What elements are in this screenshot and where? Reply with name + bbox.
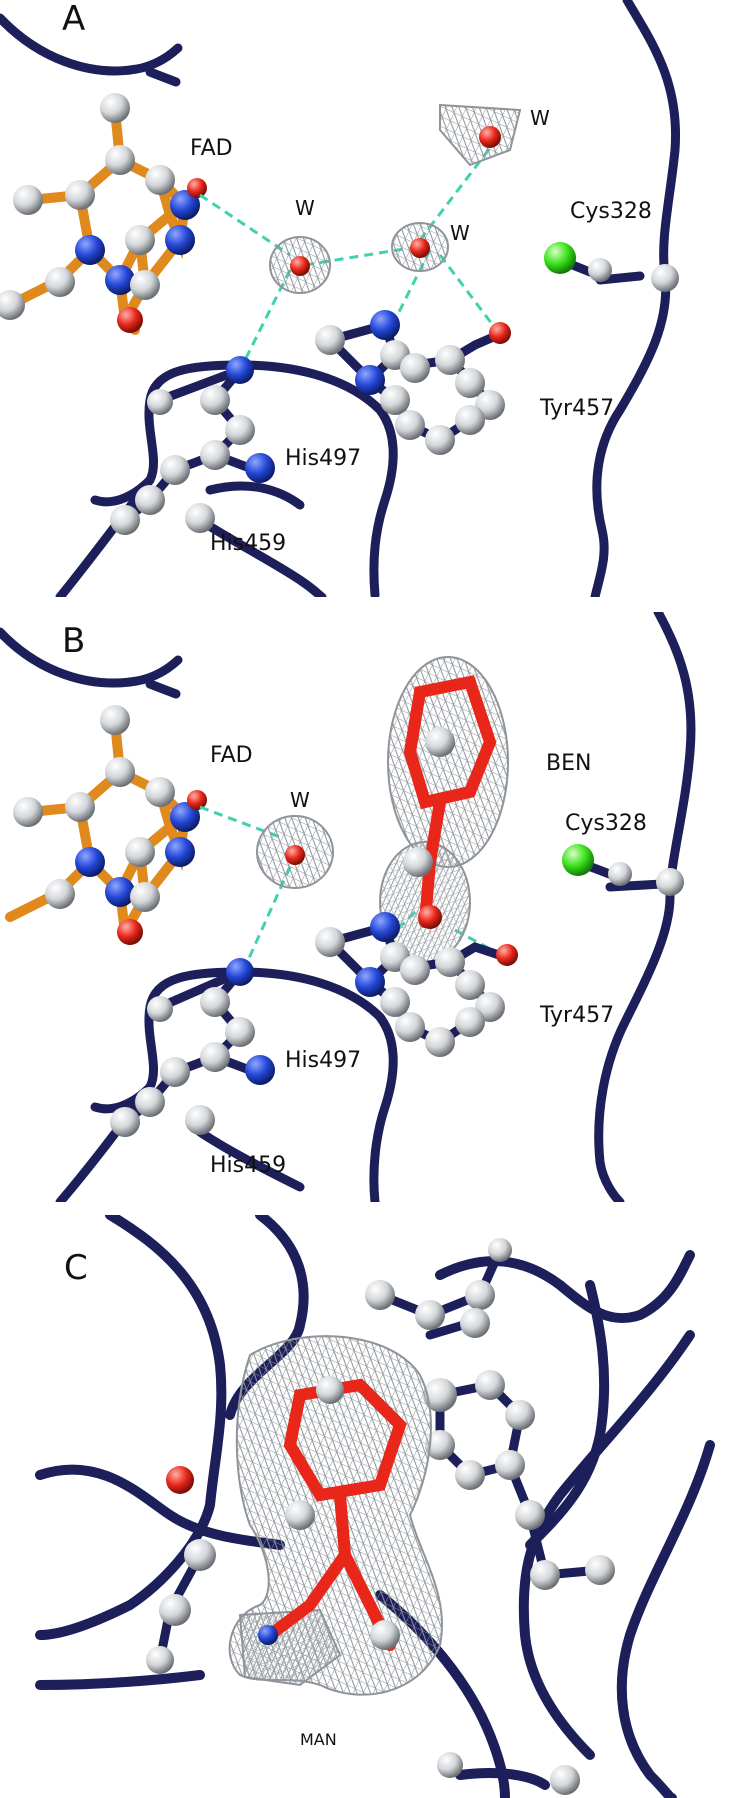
backbone-ribbons	[0, 0, 681, 597]
label-cys328: Cys328	[570, 199, 652, 224]
label-his497: His497	[285, 1048, 361, 1073]
label-his459: His459	[210, 531, 286, 556]
water-density	[256, 815, 334, 889]
panel-c-structure: C MAN	[35, 1215, 715, 1798]
label-tyr457: Tyr457	[539, 396, 614, 421]
label-water: W	[290, 788, 310, 812]
fad-atoms	[13, 705, 207, 945]
label-his497: His497	[285, 446, 361, 471]
panel-b-letter: B	[62, 621, 85, 661]
water-density	[269, 103, 522, 294]
label-water-left: W	[295, 196, 315, 220]
panel-c-letter: C	[64, 1248, 88, 1288]
residue-atoms	[146, 1238, 615, 1795]
label-fad: FAD	[210, 743, 253, 768]
label-water-right: W	[450, 221, 470, 245]
fad-cofactor	[5, 105, 191, 335]
label-fad: FAD	[190, 136, 233, 161]
label-his459: His459	[210, 1153, 286, 1178]
label-ben: BEN	[546, 751, 591, 776]
panel-a-letter: A	[62, 0, 85, 39]
cys328-residue	[562, 844, 684, 896]
panel-a-structure: A FAD W W W Cys328 Tyr457 His497 His459	[0, 0, 681, 597]
panel-c: C MAN	[0, 1215, 734, 1798]
backbone-ribbons	[0, 612, 696, 1202]
panel-b-structure: B FAD W BEN Cys328 Tyr457 His497 His459	[0, 612, 696, 1202]
label-water-top: W	[530, 106, 550, 130]
panel-b: B FAD W BEN Cys328 Tyr457 His497 His459	[0, 612, 734, 1202]
ben-density	[379, 656, 509, 963]
cys328-residue	[544, 242, 679, 292]
label-man: MAN	[300, 1730, 337, 1749]
residue-atoms	[110, 912, 518, 1137]
label-cys328: Cys328	[565, 811, 647, 836]
fad-atoms	[0, 93, 207, 333]
panel-a: A FAD W W W Cys328 Tyr457 His497 His459	[0, 0, 734, 597]
residue-atoms	[110, 310, 511, 535]
label-tyr457: Tyr457	[539, 1003, 614, 1028]
man-density	[228, 1335, 443, 1696]
